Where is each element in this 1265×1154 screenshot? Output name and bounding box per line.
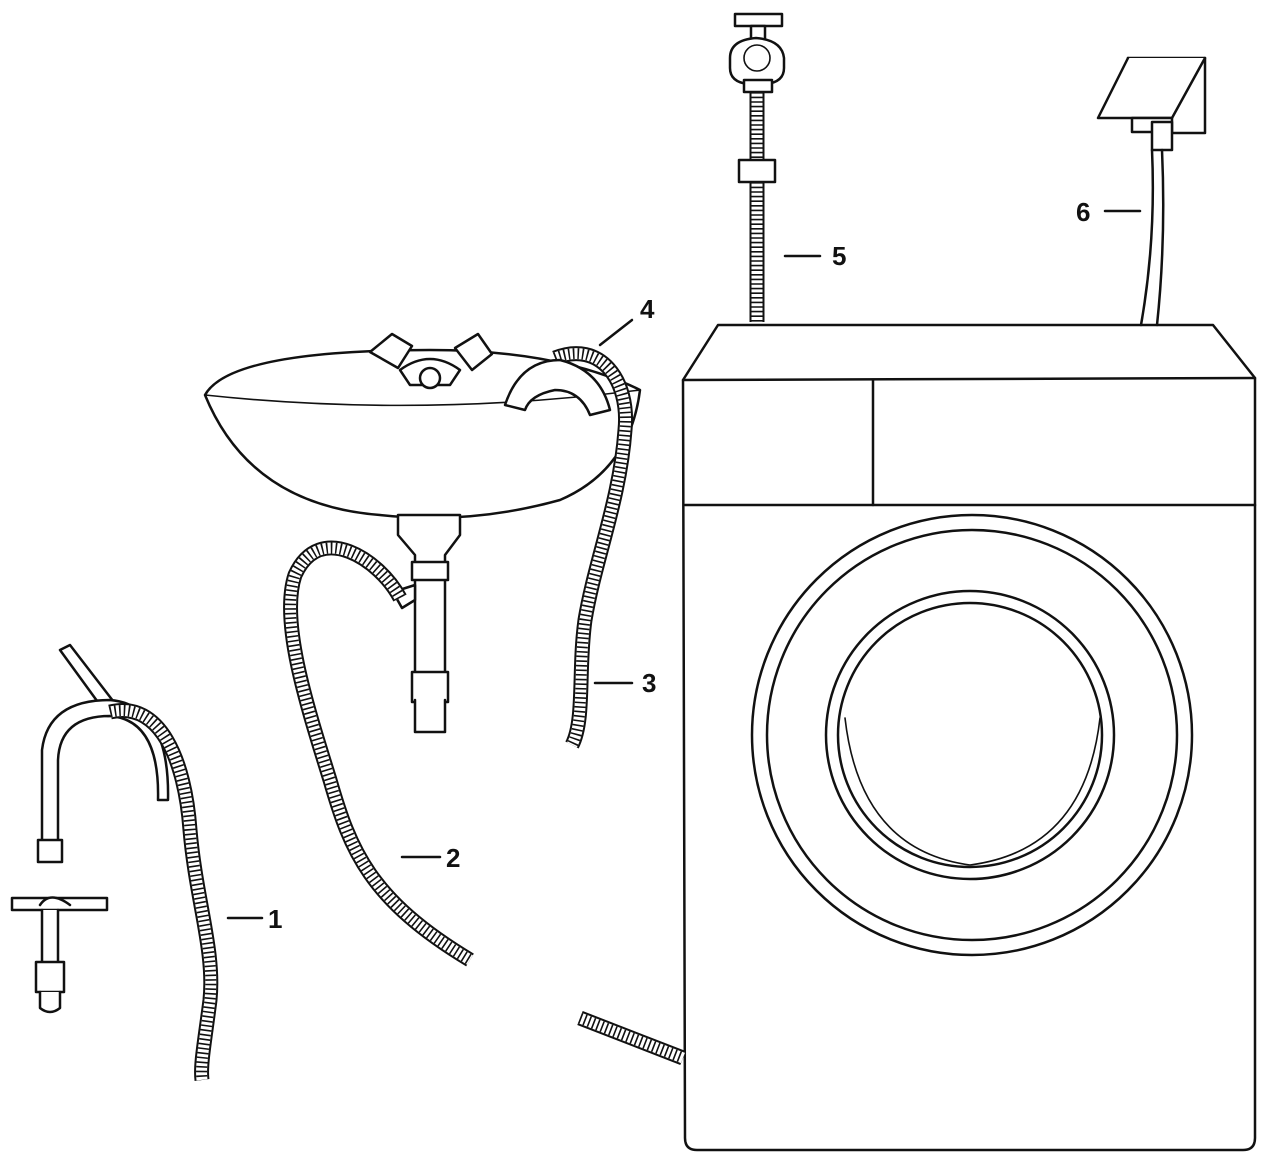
callout-5: 5 (832, 241, 846, 271)
water-tap-icon (730, 14, 784, 92)
power-socket-icon (1098, 58, 1205, 325)
washer-drain-hose-stub (580, 1018, 683, 1058)
inlet-hose (739, 92, 775, 322)
leader-line-4 (600, 320, 632, 345)
callout-3: 3 (642, 668, 656, 698)
washing-machine-icon (580, 325, 1255, 1150)
power-cable-edge (1141, 150, 1153, 325)
standpipe-drain-icon (12, 645, 168, 1012)
callout-1: 1 (268, 904, 282, 934)
callout-6: 6 (1076, 197, 1090, 227)
sink-siphon-trap (393, 515, 460, 732)
callout-4: 4 (640, 294, 655, 324)
power-cable (1157, 150, 1163, 325)
callout-2: 2 (446, 843, 460, 873)
